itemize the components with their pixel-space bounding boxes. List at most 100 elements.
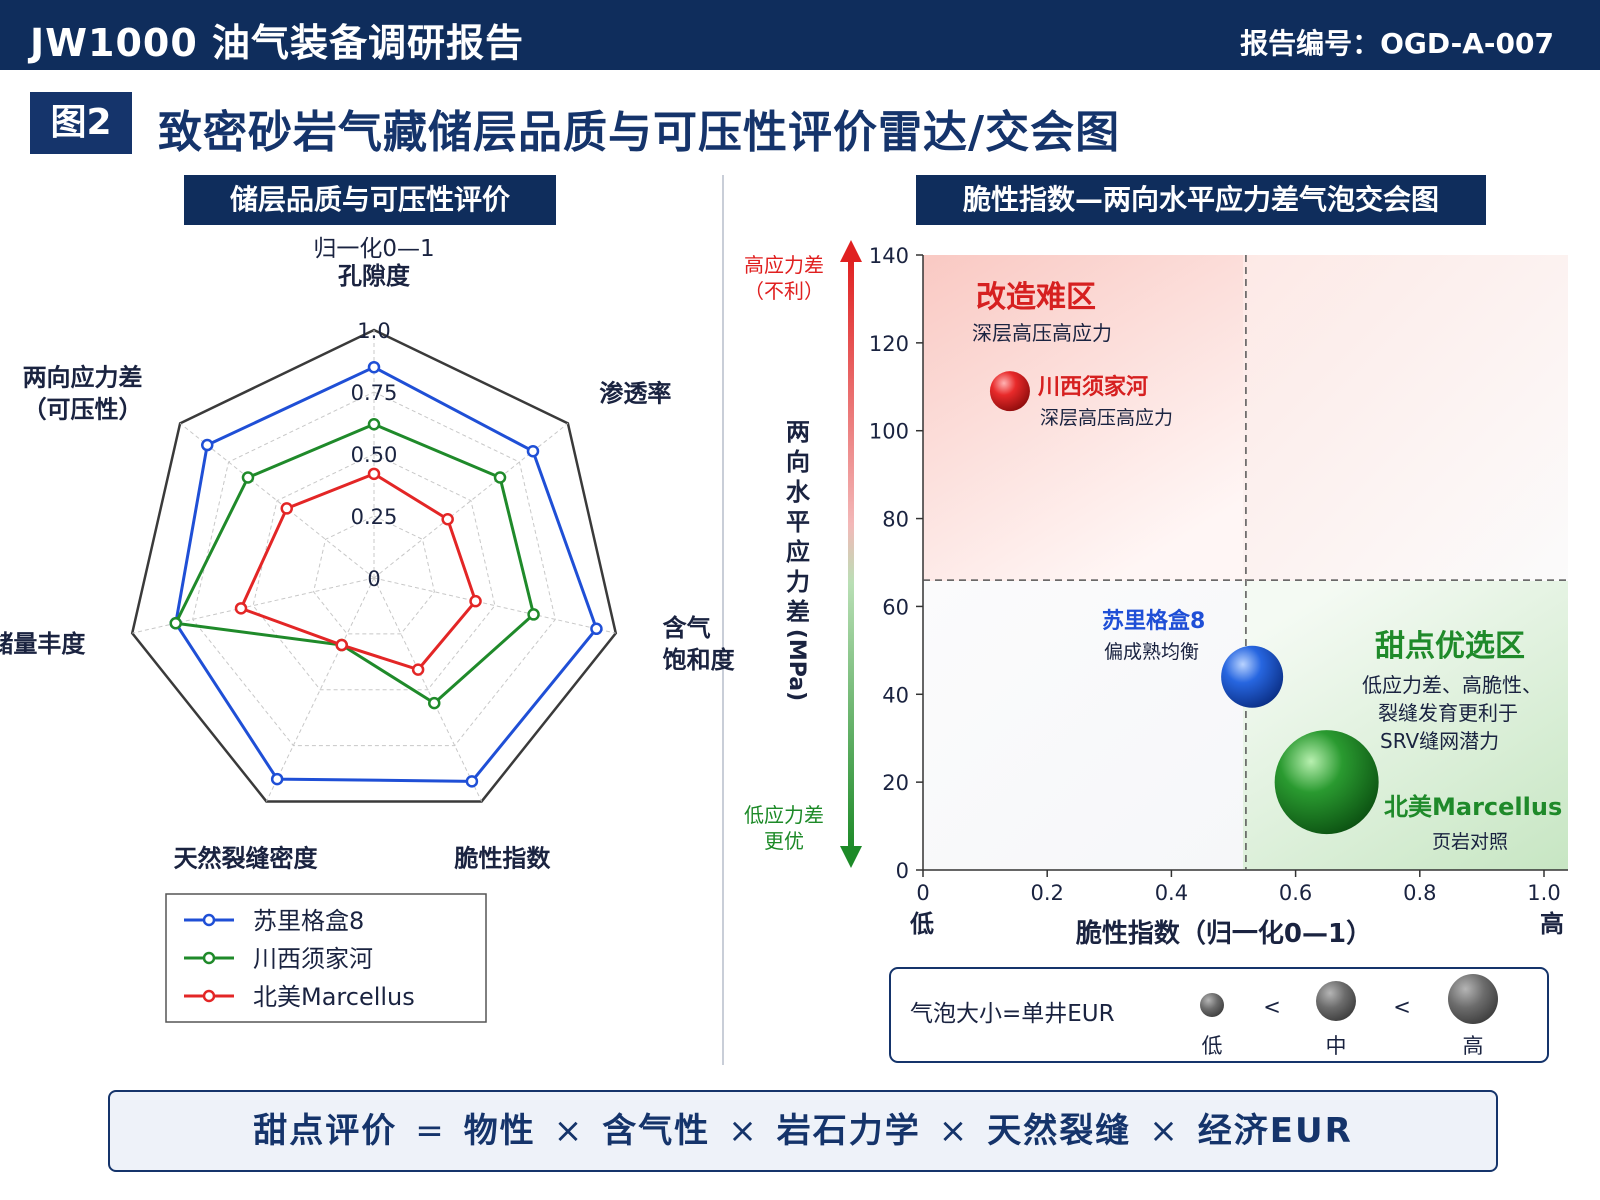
y-tick-label: 0: [896, 859, 909, 883]
report-title: JW1000 油气装备调研报告: [30, 21, 525, 65]
radar-axis-label: 储量丰度: [0, 630, 86, 658]
radar-ring-label: 1.0: [357, 319, 390, 343]
bubble-point: [989, 371, 1030, 412]
figure-badge: 图2: [30, 92, 132, 154]
formula-box: 甜点评价=物性×含气性×岩石力学×天然裂缝×经济EUR: [108, 1090, 1498, 1172]
y-axis-title-char: 向: [786, 448, 810, 476]
radar-ring-label: 0: [367, 567, 380, 591]
bubble-panel-banner: 脆性指数—两向水平应力差气泡交会图: [916, 175, 1486, 225]
formula-times: ×: [728, 1111, 759, 1151]
panel-divider: [722, 175, 724, 1065]
radar-panel-banner: 储层品质与可压性评价: [184, 175, 556, 225]
bubble-label-sulige: 苏里格盒8: [1102, 608, 1205, 634]
high-stress-label: 高应力差: [744, 253, 824, 277]
y-axis-title-char: 两: [786, 418, 810, 446]
size-legend-large-bubble: [1448, 974, 1498, 1024]
x-axis-high-label: 高: [1540, 910, 1564, 938]
bubble-note-chuanxi: 深层高压高应力: [1040, 407, 1173, 429]
zone-sweet-line: 低应力差、高脆性、: [1362, 673, 1542, 697]
y-tick-label: 140: [869, 244, 909, 268]
y-tick-label: 80: [882, 508, 909, 532]
radar-spoke: [373, 577, 616, 634]
formula-equals: =: [415, 1111, 446, 1151]
legend-item-chuanxi: 川西须家河: [184, 945, 373, 973]
radar-point: [428, 696, 441, 710]
legend-label: 川西须家河: [253, 945, 373, 973]
radar-ring-label: 0.50: [351, 443, 398, 467]
radar-point: [367, 417, 381, 431]
formula-times: ×: [938, 1111, 970, 1151]
radar-point: [335, 638, 348, 652]
formula-times: ×: [553, 1111, 585, 1151]
formula-term: 经济EUR: [1197, 1111, 1353, 1151]
formula-term: 天然裂缝: [987, 1111, 1132, 1151]
radar-spoke: [132, 577, 375, 634]
x-tick-label: 1.0: [1527, 881, 1560, 905]
radar-point: [526, 444, 540, 458]
radar-point: [590, 622, 603, 636]
radar-point: [234, 602, 248, 615]
formula-term: 物性: [463, 1111, 536, 1151]
size-legend-medium-bubble: [1316, 981, 1356, 1021]
stress-direction-arrow: [840, 240, 862, 868]
radar-point: [411, 663, 425, 676]
x-axis-title: 脆性指数（归一化0—1）: [1076, 918, 1372, 949]
radar-axis-label: 天然裂缝密度: [174, 845, 319, 873]
bubble-plot-background: [923, 255, 1568, 870]
bubble-label-chuanxi: 川西须家河: [1037, 374, 1148, 400]
zone-sweet-title: 甜点优选区: [1375, 629, 1525, 664]
y-axis-title-char: 水: [786, 478, 811, 506]
bubble-label-marcellus: 北美Marcellus: [1384, 793, 1562, 821]
low-stress-label: 低应力差: [744, 803, 824, 827]
formula-term: 甜点评价: [253, 1111, 398, 1151]
report-number: 报告编号：OGD-A-007: [1240, 27, 1554, 60]
bubble-point: [1221, 645, 1284, 708]
size-legend-high: 高: [1463, 1034, 1484, 1058]
radar-series-line: [174, 422, 536, 705]
legend-label: 北美Marcellus: [253, 983, 415, 1011]
legend-item-sulige: 苏里格盒8: [184, 907, 364, 935]
x-axis-low-label: 低: [909, 910, 934, 938]
radar-point: [469, 594, 482, 608]
radar-legend: 苏里格盒8 川西须家河 北美Marcellus: [165, 893, 487, 1023]
radar-point: [465, 775, 479, 788]
radar-axis-label: 渗透率: [599, 379, 671, 407]
radar-axis-label: （可压性）: [23, 395, 143, 423]
radar-scale-note: 归一化0—1: [313, 236, 434, 262]
y-axis-title-char: 平: [786, 508, 810, 536]
zone-sweet-line: 裂缝发育更利于: [1378, 701, 1518, 725]
radar-grid-ring: [192, 391, 556, 747]
bubble-note-sulige: 偏成熟均衡: [1104, 641, 1199, 663]
high-stress-note: （不利）: [744, 279, 824, 303]
radar-point: [367, 467, 381, 481]
radar-point: [280, 502, 293, 515]
x-tick-label: 0.4: [1155, 881, 1188, 905]
size-legend-low: 低: [1202, 1034, 1223, 1058]
radar-spoke: [179, 422, 375, 579]
radar-point: [527, 608, 540, 621]
radar-point: [270, 772, 284, 786]
size-legend-separator: <: [1393, 995, 1411, 1019]
size-legend-small-bubble: [1200, 993, 1224, 1017]
radar-point: [169, 617, 182, 630]
y-tick-label: 20: [882, 771, 909, 795]
size-legend-mid: 中: [1326, 1034, 1347, 1058]
radar-axis-label: 含气: [663, 614, 711, 642]
x-tick-label: 0.6: [1279, 881, 1312, 905]
size-legend-box: [889, 967, 1549, 1063]
formula-term: 岩石力学: [776, 1111, 921, 1151]
radar-axis-label: 饱和度: [663, 646, 736, 674]
radar-axis-label: 两向应力差: [23, 363, 143, 391]
legend-item-marcellus: 北美Marcellus: [184, 983, 415, 1011]
radar-axis-label: 脆性指数: [453, 845, 551, 873]
radar-series-line: [174, 365, 598, 783]
header-bar: JW1000 油气装备调研报告 报告编号：OGD-A-007: [0, 0, 1600, 70]
radar-ring-label: 0.25: [351, 505, 398, 529]
radar-ring-label: 0.75: [351, 381, 398, 405]
zone-sweet-line: SRV缝网潜力: [1380, 729, 1499, 753]
radar-axis-label: 孔隙度: [338, 262, 411, 290]
y-tick-label: 60: [882, 595, 909, 619]
